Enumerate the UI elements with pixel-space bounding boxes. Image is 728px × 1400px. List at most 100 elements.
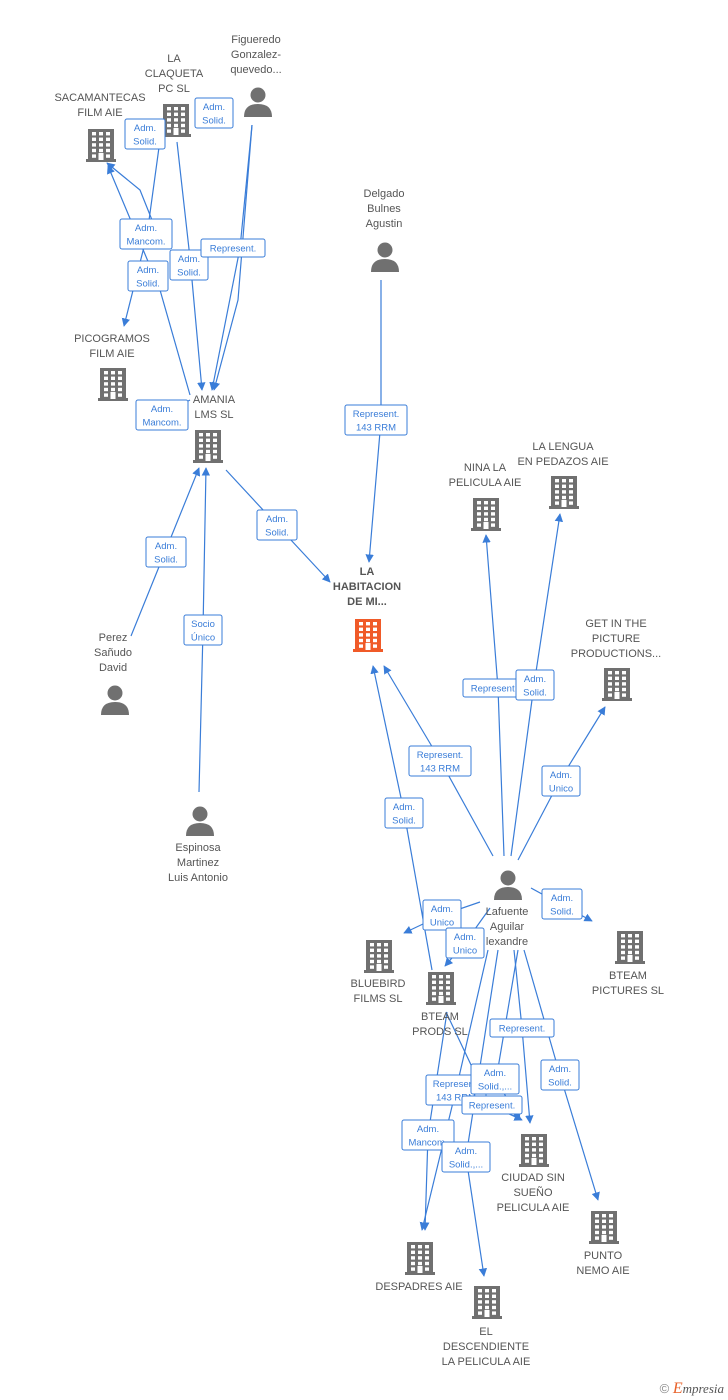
edge-label-e17[interactable]: Adm.Unico [422,899,462,931]
edge-label-e4[interactable]: Adm.Solid. [127,260,169,292]
node-nina[interactable]: NINA LA PELICULA AIE [449,462,522,531]
building-icon [161,104,191,137]
node-picogramos[interactable]: PICOGRAMOS FILM AIE [74,333,150,401]
edge-label-text: Adm. [178,254,200,265]
edge-label-e19[interactable]: Adm. Solid. [541,888,583,920]
edge-label-box [135,399,189,431]
edge-label-e6[interactable]: Represent. [200,238,266,258]
edge-line-figueredo-to-claqueta [211,124,253,391]
node-despadres[interactable]: DESPADRES AIE [375,1242,463,1293]
edge-label-e1[interactable]: Adm.Solid. [124,118,166,150]
node-label-nina: PELICULA AIE [449,477,522,489]
edge-label-e5[interactable]: Adm.Solid. [169,249,209,281]
edge-label-text: Único [191,633,215,644]
edge-label-text: Unico [453,946,477,957]
edge-label-text: Represent. [433,1079,479,1090]
edge-label-text: Adm. [266,514,288,525]
node-label-ciudad: SUEÑO [513,1186,553,1199]
edge-label-text: Mancom. [142,418,181,429]
edge-label-e25[interactable]: Adm.Mancom. [401,1119,455,1151]
edge-label-text: Solid. [550,907,574,918]
node-label-picogramos: FILM AIE [89,348,134,360]
node-figueredo[interactable]: FigueredoGonzalez-quevedo... [230,34,282,117]
edge-label-text: Solid. [523,688,547,699]
edge-label-e26[interactable]: Adm. Solid.,... [441,1141,491,1173]
edge-label-box [124,118,166,150]
edge-label-e8[interactable]: Represent.143 RRM [344,404,408,436]
node-label-sacamantecas: FILM AIE [77,107,122,119]
node-label-bluebird: BLUEBIRD [350,978,405,990]
edge-label-text: Adm. [551,893,573,904]
node-label-ciudad: PELICULA AIE [497,1202,570,1214]
node-label-bluebird: FILMS SL [354,993,403,1005]
node-label-claqueta: CLAQUETA [145,68,204,80]
node-label-perez: David [99,662,127,674]
edge-label-box [541,888,583,920]
node-bluebird[interactable]: BLUEBIRD FILMS SL [350,940,406,1005]
edge-label-text: Solid. [136,279,160,290]
edge-label-e21[interactable]: Adm.Solid. [540,1059,580,1091]
edge-label-text: Represent. [471,684,517,695]
brand-initial: E [672,1380,683,1397]
edge-label-e15[interactable]: Represent.143 RRM [408,745,472,777]
edge-label-e23[interactable]: Adm.Solid.,... [470,1063,520,1095]
node-label-claqueta: PC SL [158,83,190,95]
building-icon [589,1211,619,1244]
edge-label-e13[interactable]: Adm.Solid. [515,669,555,701]
edge-label-e18[interactable]: Adm. Unico [445,927,485,959]
edge-label-box [256,509,298,541]
edge-label-text: Represent. [469,1101,515,1112]
node-label-delgado: Bulnes [367,203,401,215]
footer-brand[interactable]: © Empresia [660,1380,724,1398]
edge-label-e10[interactable]: Adm.Solid. [145,536,187,568]
edge-label-e20[interactable]: Represent. [489,1018,555,1038]
node-label-lafuente: Aguilar [490,921,525,933]
node-label-nina: NINA LA [464,462,507,474]
edge-label-text: Represent. [353,409,399,420]
edge-label-e9[interactable]: Adm. Solid. [256,509,298,541]
node-getin[interactable]: GET IN THEPICTUREPRODUCTIONS... [571,618,661,701]
node-label-lafuente: Lafuente [486,906,529,918]
edge-label-text: Unico [430,918,454,929]
edge-label-text: Adm. [454,932,476,943]
edge-label-text: Adm. [455,1146,477,1157]
edge-label-text: Solid.,... [449,1160,483,1171]
edge-label-text: Solid. [265,528,289,539]
edge-label-e14[interactable]: Adm.Unico [541,765,581,797]
node-label-figueredo: Gonzalez- [231,49,281,61]
edge-label-box [489,1018,555,1038]
edge-label-text: Solid. [202,116,226,127]
node-label-habitacion: DE MI... [347,596,387,608]
node-label-despadres: DESPADRES AIE [375,1281,462,1293]
edge-label-box [445,927,485,959]
edge-label-e2[interactable]: Adm.Solid. [194,97,234,129]
node-label-perez: Sañudo [94,647,132,659]
edge-label-e3[interactable]: Adm.Mancom. [119,218,173,250]
edge-label-e24[interactable]: Represent. [461,1095,523,1115]
person-icon [494,870,522,900]
edge-label-box [408,745,472,777]
edge-label-text: Adm. [151,404,173,415]
building-icon [471,498,501,531]
edge-label-e7[interactable]: Adm. Mancom. [135,399,189,431]
edge-label-e16[interactable]: Adm.Solid. [384,797,424,829]
edge-label-text: Solid. [392,816,416,827]
edge-label-box [401,1119,455,1151]
node-label-picogramos: PICOGRAMOS [74,333,150,345]
